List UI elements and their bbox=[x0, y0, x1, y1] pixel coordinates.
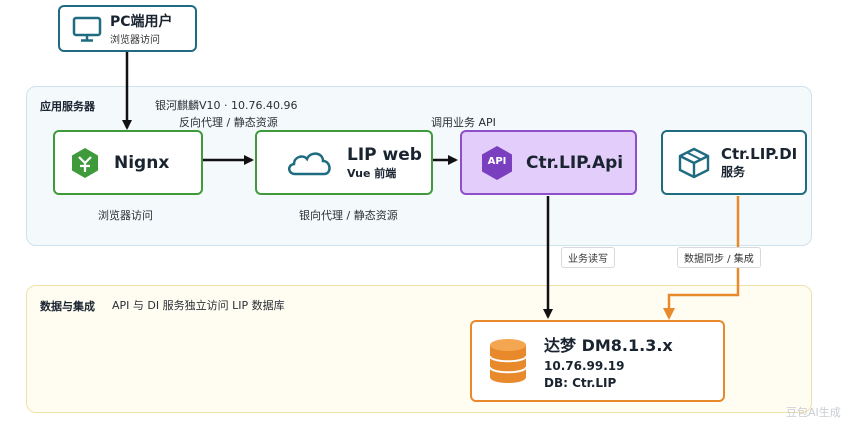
nginx-icon bbox=[70, 147, 100, 179]
app-zone-title: 应用服务器 bbox=[40, 100, 95, 113]
box-icon bbox=[677, 146, 711, 180]
db-ip: 10.76.99.19 bbox=[544, 359, 625, 373]
di-subtitle: 服务 bbox=[721, 165, 746, 179]
di-node: Ctr.LIP.DI 服务 bbox=[661, 130, 807, 195]
database-icon bbox=[488, 337, 528, 385]
reverse-proxy-top-label: 反向代理 / 静态资源 bbox=[179, 116, 278, 129]
reverse-proxy-bottom-label: 银向代理 / 静态资源 bbox=[299, 209, 398, 222]
db-title: 达梦 DM8.1.3.x bbox=[544, 336, 673, 355]
biz-rw-tag: 业务读写 bbox=[561, 247, 615, 268]
lip-web-title: LIP web bbox=[347, 144, 422, 165]
db-name: DB: Ctr.LIP bbox=[544, 376, 617, 390]
api-hexagon-icon: API bbox=[480, 145, 514, 181]
lip-web-subtitle: Vue 前端 bbox=[347, 166, 397, 180]
api-title: Ctr.LIP.Api bbox=[526, 152, 624, 173]
pc-user-title: PC端用户 bbox=[110, 14, 173, 30]
api-node: API Ctr.LIP.Api bbox=[460, 130, 637, 195]
browser-access-label: 浏览器访问 bbox=[98, 209, 153, 222]
pc-user-subtitle: 浏览器访问 bbox=[110, 35, 160, 46]
data-zone-title: 数据与集成 bbox=[40, 300, 95, 313]
nginx-node: Nignx bbox=[53, 130, 203, 195]
pc-user-node: PC端用户 浏览器访问 bbox=[58, 5, 197, 52]
nginx-title: Nignx bbox=[114, 152, 170, 173]
monitor-icon bbox=[72, 15, 102, 43]
call-api-label: 调用业务 API bbox=[431, 116, 496, 129]
lip-web-node: LIP web Vue 前端 bbox=[255, 130, 433, 195]
di-to-db-arrow bbox=[663, 196, 740, 320]
cloud-icon bbox=[285, 147, 335, 179]
watermark: 豆包AI生成 bbox=[786, 406, 841, 419]
database-node: 达梦 DM8.1.3.x 10.76.99.19 DB: Ctr.LIP bbox=[470, 320, 725, 402]
server-info: 银河麒麟V10 · 10.76.40.96 bbox=[155, 99, 298, 112]
api-icon-text: API bbox=[487, 155, 507, 167]
data-zone-note: API 与 DI 服务独立访问 LIP 数据库 bbox=[112, 299, 285, 312]
data-sync-tag: 数据同步 / 集成 bbox=[677, 247, 761, 268]
di-title: Ctr.LIP.DI bbox=[721, 145, 798, 163]
